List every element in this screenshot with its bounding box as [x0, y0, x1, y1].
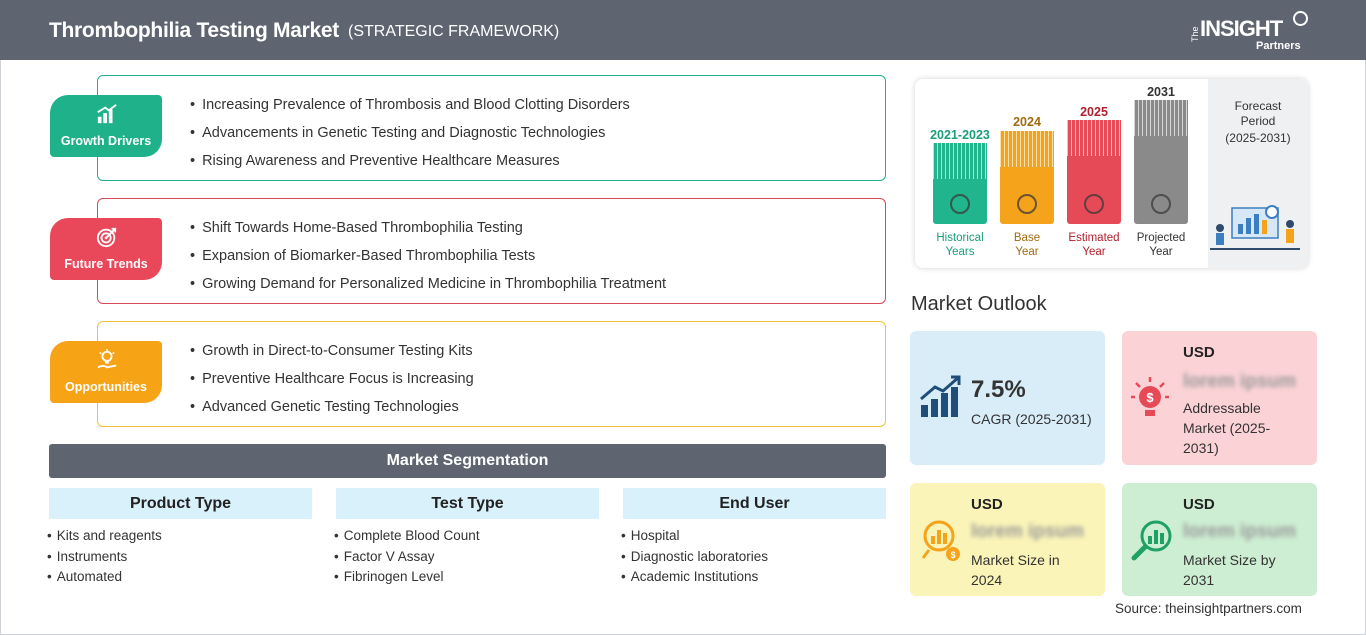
list-item: Instruments	[47, 547, 162, 568]
market-size-2024-card: $ USD lorem ipsum Market Size in 2024	[910, 483, 1105, 596]
future-trends-tag: Future Trends	[50, 218, 162, 280]
list-item: Increasing Prevalence of Thrombosis and …	[190, 95, 630, 123]
bar-growth-icon	[97, 104, 117, 124]
list-item: Kits and reagents	[47, 526, 162, 547]
market-size-2031-card: USD lorem ipsum Market Size by 2031	[1122, 483, 1317, 596]
list-item: Preventive Healthcare Focus is Increasin…	[190, 369, 474, 397]
list-item: Hospital	[621, 526, 768, 547]
cagr-card: 7.5% CAGR (2025-2031)	[910, 331, 1105, 465]
opportunities-box: Growth in Direct-to-Consumer Testing Kit…	[97, 321, 886, 427]
list-item: Advancements in Genetic Testing and Diag…	[190, 123, 630, 151]
timeline-bar-projected	[1134, 100, 1188, 224]
cagr-value: 7.5%	[971, 376, 1026, 403]
market-size-2024-label: Market Size in 2024	[971, 552, 1060, 588]
segment-list-test-type: Complete Blood Count Factor V Assay Fibr…	[334, 526, 480, 588]
market-segmentation-bar: Market Segmentation	[49, 444, 886, 478]
list-item: Growth in Direct-to-Consumer Testing Kit…	[190, 341, 474, 369]
calendar-icon	[1017, 194, 1037, 214]
list-item: Academic Institutions	[621, 567, 768, 588]
timeline-year-projected: 2031	[1147, 85, 1175, 99]
growth-drivers-box: Increasing Prevalence of Thrombosis and …	[97, 75, 886, 181]
market-size-2031-label: Market Size by 2031	[1183, 552, 1276, 588]
growth-drivers-tag: Growth Drivers	[50, 95, 162, 157]
addressable-value: lorem ipsum	[1183, 371, 1296, 392]
list-item: Automated	[47, 567, 162, 588]
history-icon	[950, 194, 970, 214]
timeline-bar-historical	[933, 143, 987, 224]
svg-text:$: $	[950, 550, 955, 560]
market-size-2031-usd: USD	[1183, 496, 1215, 513]
future-trends-box: Shift Towards Home-Based Thrombophilia T…	[97, 198, 886, 304]
market-outlook-title: Market Outlook	[911, 293, 1047, 315]
segment-header-end-user: End User	[623, 488, 886, 519]
timeline-year-base: 2024	[1013, 115, 1041, 129]
segment-list-end-user: Hospital Diagnostic laboratories Academi…	[621, 526, 768, 588]
segment-header-product-type: Product Type	[49, 488, 312, 519]
addressable-usd: USD	[1183, 344, 1215, 361]
list-item: Complete Blood Count	[334, 526, 480, 547]
timeline-year-estimated: 2025	[1080, 105, 1108, 119]
list-item: Fibrinogen Level	[334, 567, 480, 588]
list-item: Factor V Assay	[334, 547, 480, 568]
tag-label: Future Trends	[64, 257, 148, 271]
addressable-label: Addressable Market (2025-2031)	[1183, 400, 1271, 456]
lightbulb-hand-icon	[97, 349, 117, 369]
magnifier-chart-icon	[1131, 520, 1172, 561]
target-icon	[96, 227, 117, 248]
addressable-market-card: $ USD lorem ipsum Addressable Market (20…	[1122, 331, 1317, 465]
estimate-icon	[1084, 194, 1104, 214]
market-size-2024-usd: USD	[971, 496, 1003, 513]
dollar-bulb-icon: $	[1131, 377, 1169, 416]
segment-list-product-type: Kits and reagents Instruments Automated	[47, 526, 162, 588]
list-item: Diagnostic laboratories	[621, 547, 768, 568]
list-item: Expansion of Biomarker-Based Thrombophil…	[190, 246, 666, 274]
list-item: Advanced Genetic Testing Technologies	[190, 397, 474, 425]
opportunities-tag: Opportunities	[50, 341, 162, 403]
timeline-year-historical: 2021-2023	[930, 128, 990, 142]
segment-header-test-type: Test Type	[336, 488, 599, 519]
analytics-people-icon	[1210, 205, 1300, 250]
header-bar: Thrombophilia Testing Market (STRATEGIC …	[0, 0, 1366, 60]
market-size-2031-value: lorem ipsum	[1183, 521, 1296, 542]
forecast-period-label: Forecast Period (2025-2031)	[1225, 99, 1291, 145]
source-credit: Source: theinsightpartners.com	[1115, 601, 1302, 616]
list-item: Shift Towards Home-Based Thrombophilia T…	[190, 218, 666, 246]
growth-chart-icon	[920, 375, 961, 417]
page-subtitle: (STRATEGIC FRAMEWORK)	[348, 23, 560, 40]
timeline-bar-estimated	[1067, 120, 1121, 224]
tag-label: Growth Drivers	[60, 134, 152, 148]
tag-label: Opportunities	[65, 380, 147, 394]
list-item: Growing Demand for Personalized Medicine…	[190, 274, 666, 302]
insight-partners-logo: The INSIGHT Partners	[1190, 10, 1310, 54]
logo-ring-icon	[1293, 11, 1308, 26]
svg-text:$: $	[1146, 390, 1154, 405]
timeline-bar-base	[1000, 131, 1054, 224]
coin-chart-icon: $	[921, 520, 960, 561]
projection-icon	[1151, 194, 1171, 214]
list-item: Rising Awareness and Preventive Healthca…	[190, 151, 630, 179]
cagr-label: CAGR (2025-2031)	[971, 411, 1092, 427]
market-size-2024-value: lorem ipsum	[971, 521, 1084, 542]
page-title: Thrombophilia Testing Market	[49, 19, 339, 42]
